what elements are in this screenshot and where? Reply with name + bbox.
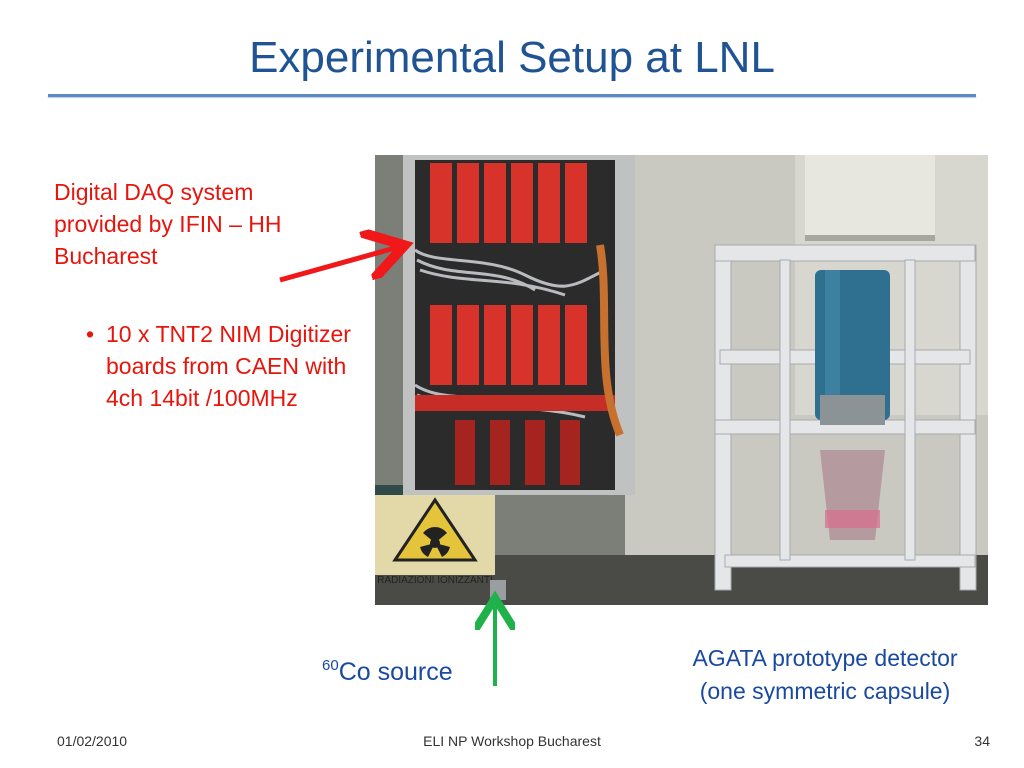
footer-event: ELI NP Workshop Bucharest bbox=[423, 733, 601, 749]
agata-caption-line: AGATA prototype detector bbox=[692, 645, 958, 671]
page-number: 34 bbox=[974, 733, 990, 749]
footer-date: 01/02/2010 bbox=[57, 733, 128, 749]
radiation-sign-text: RADIAZIONI IONIZZANTI bbox=[377, 575, 493, 586]
title-underline bbox=[48, 94, 976, 97]
slide-title: Experimental Setup at LNL bbox=[249, 33, 775, 82]
agata-caption: AGATA prototype detector (one symmetric … bbox=[640, 642, 1010, 708]
daq-label-line: Digital DAQ system bbox=[54, 179, 254, 205]
daq-label-line: Bucharest bbox=[54, 243, 158, 269]
co-source-text: Co source bbox=[338, 658, 453, 686]
agata-caption-line: (one symmetric capsule) bbox=[699, 678, 951, 704]
daq-label-line: provided by IFIN – HH bbox=[54, 211, 282, 237]
daq-system-label: Digital DAQ system provided by IFIN – HH… bbox=[54, 176, 354, 272]
bullet-list: 10 x TNT2 NIM Digitizer boards from CAEN… bbox=[84, 318, 374, 414]
experimental-setup-photo: RADIAZIONI IONIZZANTI bbox=[375, 155, 988, 605]
co-source-label: 60Co source bbox=[322, 650, 453, 688]
bullet-digitizer-boards: 10 x TNT2 NIM Digitizer boards from CAEN… bbox=[84, 318, 374, 414]
isotope-mass-number: 60 bbox=[322, 657, 339, 674]
